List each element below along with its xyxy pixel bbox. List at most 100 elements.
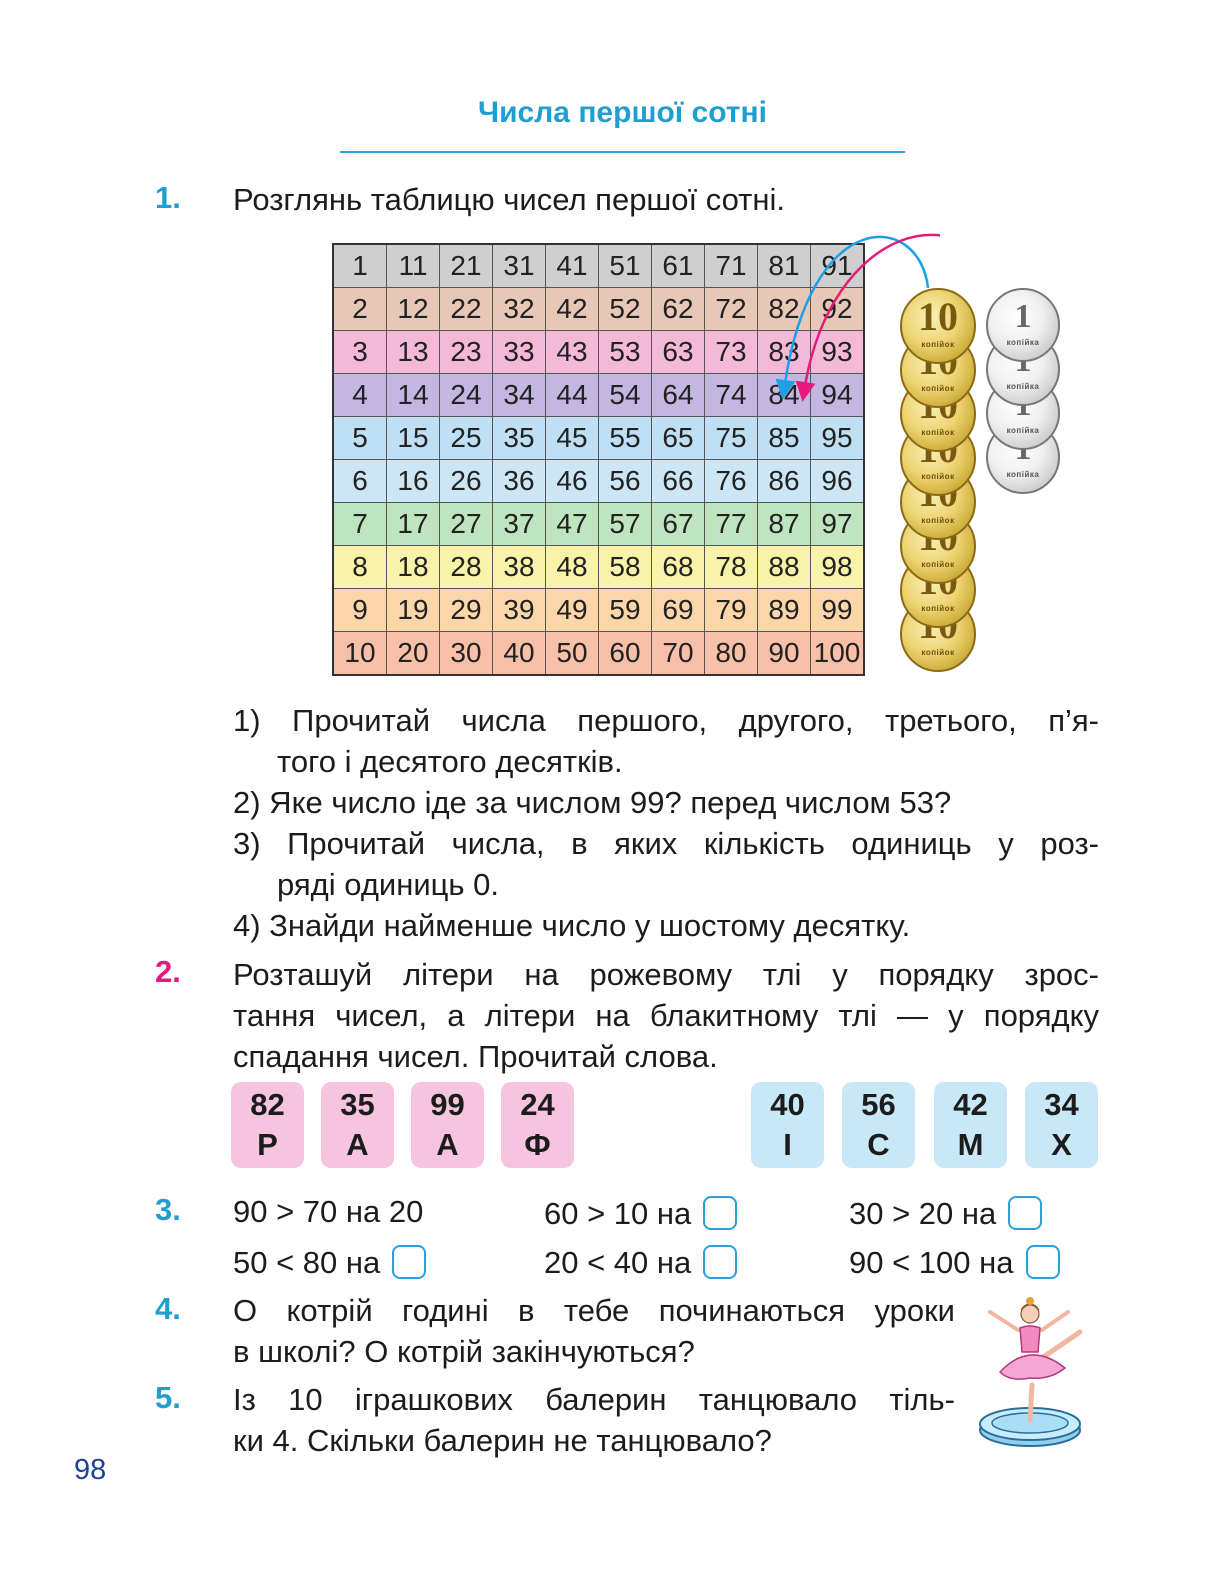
table-cell: 79 — [704, 588, 758, 632]
table-cell: 88 — [757, 545, 811, 589]
page-title: Числа першої сотні — [478, 96, 767, 129]
task-4-number: 4. — [155, 1291, 181, 1326]
comparison-4: 50 < 80 на — [233, 1243, 427, 1283]
blue-card: 56 С — [842, 1082, 915, 1168]
table-cell: 69 — [651, 588, 705, 632]
table-cell: 98 — [810, 545, 865, 589]
answer-box[interactable] — [703, 1195, 738, 1230]
table-cell: 64 — [651, 373, 705, 417]
table-cell: 48 — [545, 545, 599, 589]
comparison-6: 90 < 100 на — [849, 1243, 1060, 1283]
table-cell: 81 — [757, 243, 811, 288]
table-cell: 90 — [757, 631, 811, 676]
table-cell: 68 — [651, 545, 705, 589]
page-number: 98 — [74, 1454, 107, 1486]
comparison-1: 90 > 70 на 20 — [233, 1194, 424, 1229]
table-cell: 16 — [386, 459, 440, 503]
table-cell: 94 — [810, 373, 865, 417]
table-cell: 40 — [492, 631, 546, 676]
table-cell: 36 — [492, 459, 546, 503]
table-cell: 47 — [545, 502, 599, 546]
table-cell: 38 — [492, 545, 546, 589]
coin-label: копійка — [1006, 338, 1040, 347]
table-cell: 20 — [386, 631, 440, 676]
question-1-line-2: того і десятого десятків. — [277, 744, 623, 779]
table-cell: 26 — [439, 459, 493, 503]
card-number: 56 — [861, 1087, 896, 1122]
table-cell: 97 — [810, 502, 865, 546]
table-cell: 3 — [332, 330, 387, 374]
comparison-5: 20 < 40 на — [544, 1243, 738, 1283]
table-cell: 95 — [810, 416, 865, 460]
answer-box[interactable] — [392, 1244, 427, 1279]
table-cell: 58 — [598, 545, 652, 589]
pink-card: 82 Р — [231, 1082, 304, 1168]
table-cell: 93 — [810, 330, 865, 374]
task-2-line-3: спадання чисел. Прочитай слова. — [233, 1039, 718, 1074]
table-cell: 13 — [386, 330, 440, 374]
pink-card: 24 Ф — [501, 1082, 574, 1168]
table-cell: 35 — [492, 416, 546, 460]
table-cell: 25 — [439, 416, 493, 460]
coin-label: копійок — [921, 340, 955, 349]
table-cell: 50 — [545, 631, 599, 676]
table-cell: 37 — [492, 502, 546, 546]
table-cell: 21 — [439, 243, 493, 288]
table-cell: 53 — [598, 330, 652, 374]
card-letter: І — [783, 1127, 792, 1162]
answer-box[interactable] — [703, 1244, 738, 1279]
comparison-2: 60 > 10 на — [544, 1194, 738, 1234]
task-5-line-1: Із 10 іграшкових балерин танцювало тіль- — [233, 1382, 955, 1417]
pink-arrow — [795, 233, 940, 402]
card-letter: М — [957, 1127, 984, 1162]
table-cell: 39 — [492, 588, 546, 632]
answer-box[interactable] — [1008, 1195, 1043, 1230]
pink-card: 35 А — [321, 1082, 394, 1168]
coin-label: копійок — [921, 604, 955, 613]
coin-label: копійок — [921, 472, 955, 481]
comparison-text: 30 > 20 на — [849, 1196, 997, 1231]
table-cell: 67 — [651, 502, 705, 546]
table-cell: 78 — [704, 545, 758, 589]
coins-illustration: 10копійок10копійок10копійок10копійок10ко… — [898, 288, 1068, 688]
task-5-line-2: ки 4. Скільки балерин не танцювало? — [233, 1423, 772, 1458]
table-cell: 89 — [757, 588, 811, 632]
table-cell: 4 — [332, 373, 387, 417]
comparison-3: 30 > 20 на — [849, 1194, 1043, 1234]
comparison-text: 50 < 80 на — [233, 1245, 381, 1280]
comparison-text: 20 < 40 на — [544, 1245, 692, 1280]
table-cell: 43 — [545, 330, 599, 374]
task-3-number: 3. — [155, 1192, 181, 1227]
table-cell: 49 — [545, 588, 599, 632]
blue-card: 40 І — [751, 1082, 824, 1168]
card-number: 34 — [1044, 1087, 1079, 1122]
table-cell: 55 — [598, 416, 652, 460]
task-4-line-1: О котрій годині в тебе починаються уроки — [233, 1293, 955, 1328]
question-3-line-2: ряді одиниць 0. — [277, 867, 500, 902]
coin-label: копійок — [921, 560, 955, 569]
coin-value: 1 — [1014, 298, 1032, 335]
question-2: 2) Яке число іде за числом 99? перед чис… — [233, 785, 952, 820]
card-number: 82 — [250, 1087, 285, 1122]
title-underline — [340, 151, 905, 153]
comparison-text: 90 < 100 на — [849, 1245, 1014, 1280]
card-letter: Ф — [524, 1127, 551, 1162]
comparison-text: 60 > 10 на — [544, 1196, 692, 1231]
table-cell: 10 — [332, 631, 387, 676]
table-cell: 70 — [651, 631, 705, 676]
question-1: 1) Прочитай числа першого, другого, трет… — [233, 700, 1099, 782]
coin-label: копійок — [921, 648, 955, 657]
card-letter: А — [436, 1127, 459, 1162]
answer-box[interactable] — [1025, 1244, 1060, 1279]
coin-1-kopiyka-icon: 1 копійка — [986, 288, 1060, 362]
table-cell: 42 — [545, 287, 599, 331]
coin-label: копійок — [921, 384, 955, 393]
table-cell: 11 — [386, 243, 440, 288]
table-cell: 85 — [757, 416, 811, 460]
table-cell: 66 — [651, 459, 705, 503]
